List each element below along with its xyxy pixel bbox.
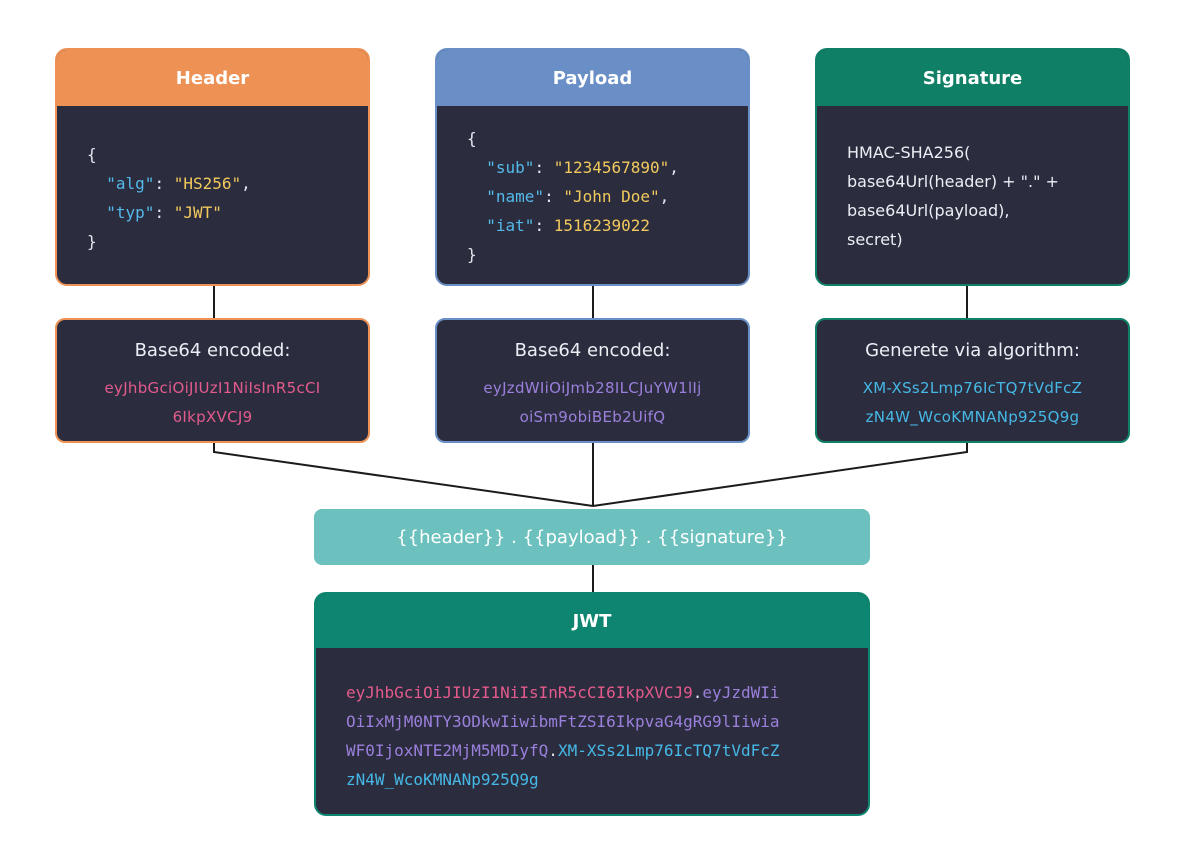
code-token: : [534, 216, 554, 235]
payload-encoded-value: eyJzdWIiOiJmb28ILCJuYW1lIj oiSm9obiBEb2Ui… [437, 374, 748, 432]
code-line: { [467, 124, 679, 153]
code-token: zN4W_WcoKMNANp925Q9g [346, 770, 539, 789]
code-token: } [467, 245, 477, 264]
code-line: WF0IjoxNTE2MjM5MDIyfQ.XM-XSs2Lmp76IcTQ7t… [346, 736, 780, 765]
payload-card-title: Payload [437, 50, 748, 106]
code-token: "iat" [486, 216, 535, 235]
signature-line: HMAC-SHA256( [847, 143, 971, 162]
payload-json-code: { "sub": "1234567890", "name": "John Doe… [467, 124, 679, 269]
payload-encoded-value-line: eyJzdWIiOiJmb28ILCJuYW1lIj [483, 379, 702, 397]
code-token: eyJhbGciOiJIUzI1NiIsInR5cCI6IkpXVCJ9 [346, 683, 693, 702]
signature-encoded-label: Generete via algorithm: [865, 340, 1080, 361]
code-token: "John Doe" [563, 187, 660, 206]
code-token: 1516239022 [553, 216, 651, 235]
code-line: "name": "John Doe", [467, 182, 679, 211]
signature-encoded-to-formula-line [592, 442, 968, 507]
code-token: : [544, 187, 564, 206]
code-token: : [154, 174, 174, 193]
payload-encoded-value-line: oiSm9obiBEb2UifQ [519, 408, 666, 426]
code-token: XM-XSs2Lmp76IcTQ7tVdFcZ [557, 741, 780, 760]
signature-card-title: Signature [817, 50, 1128, 106]
header-card-title: Header [57, 50, 368, 106]
jwt-card-title: JWT [316, 594, 868, 648]
header-encoded-label: Base64 encoded: [134, 340, 291, 361]
code-token: , [241, 174, 251, 193]
header-encoded-value-line: 6IkpXVCJ9 [172, 408, 253, 426]
code-token: "alg" [106, 174, 155, 193]
code-token: "name" [486, 187, 545, 206]
code-token: , [659, 187, 670, 206]
signature-encoded-value: XM-XSs2Lmp76IcTQ7tVdFcZ zN4W_WcoKMNANp925… [817, 374, 1128, 432]
header-encoded-value-line: eyJhbGciOiJIUzI1NiIsInR5cCI [104, 379, 321, 397]
code-token: { [467, 129, 477, 148]
signature-line: base64Url(payload), [847, 201, 1010, 220]
code-line: eyJhbGciOiJIUzI1NiIsInR5cCI6IkpXVCJ9.eyJ… [346, 678, 780, 707]
jwt-card: JWT eyJhbGciOiJIUzI1NiIsInR5cCI6IkpXVCJ9… [314, 592, 870, 816]
payload-card: Payload { "sub": "1234567890", "name": "… [435, 48, 750, 286]
code-line: { [87, 140, 251, 169]
header-encoded-box: Base64 encoded: eyJhbGciOiJIUzI1NiIsInR5… [55, 318, 370, 443]
signature-encoded-box: Generete via algorithm: XM-XSs2Lmp76IcTQ… [815, 318, 1130, 443]
header-card: Header { "alg": "HS256", "typ": "JWT"} [55, 48, 370, 286]
code-token: "HS256" [173, 174, 242, 193]
code-line: } [87, 227, 251, 256]
signature-formula-text: HMAC-SHA256( base64Url(header) + "." + bas… [847, 138, 1059, 254]
code-token: : [154, 203, 174, 222]
payload-encoded-label: Base64 encoded: [514, 340, 671, 361]
jwt-token-text: eyJhbGciOiJIUzI1NiIsInR5cCI6IkpXVCJ9.eyJ… [346, 678, 780, 794]
header-encoded-to-formula-line [213, 442, 594, 507]
code-line: } [467, 240, 679, 269]
code-line: zN4W_WcoKMNANp925Q9g [346, 765, 780, 794]
code-line: "sub": "1234567890", [467, 153, 679, 182]
code-token: OiIxMjM0NTY3ODkwIiwibmFtZSI6IkpvaG4gRG9l… [346, 712, 780, 731]
code-token: } [87, 232, 97, 251]
code-line: "typ": "JWT" [87, 198, 251, 227]
code-token: { [87, 145, 97, 164]
signature-encoded-value-line: XM-XSs2Lmp76IcTQ7tVdFcZ [862, 379, 1083, 397]
code-line: OiIxMjM0NTY3ODkwIiwibmFtZSI6IkpvaG4gRG9l… [346, 707, 780, 736]
code-token: eyJzdWIi [702, 683, 780, 702]
code-token: "typ" [106, 203, 155, 222]
code-token: "sub" [486, 158, 535, 177]
code-line: "iat": 1516239022 [467, 211, 679, 240]
jwt-formula-bar: {{header}} . {{payload}} . {{signature}} [314, 509, 870, 565]
code-token: . [548, 741, 558, 760]
header-encoded-value: eyJhbGciOiJIUzI1NiIsInR5cCI 6IkpXVCJ9 [57, 374, 368, 432]
header-json-code: { "alg": "HS256", "typ": "JWT"} [87, 140, 251, 256]
signature-line: secret) [847, 230, 903, 249]
code-token: . [692, 683, 703, 702]
code-token: : [534, 158, 554, 177]
code-token: "1234567890" [553, 158, 670, 177]
signature-line: base64Url(header) + "." + [847, 172, 1059, 191]
signature-card: Signature HMAC-SHA256( base64Url(header) … [815, 48, 1130, 286]
signature-encoded-value-line: zN4W_WcoKMNANp925Q9g [865, 408, 1080, 426]
code-line: "alg": "HS256", [87, 169, 251, 198]
payload-encoded-box: Base64 encoded: eyJzdWIiOiJmb28ILCJuYW1l… [435, 318, 750, 443]
code-token: WF0IjoxNTE2MjM5MDIyfQ [346, 741, 549, 760]
code-token: , [669, 158, 679, 177]
code-token: "JWT" [173, 203, 222, 222]
